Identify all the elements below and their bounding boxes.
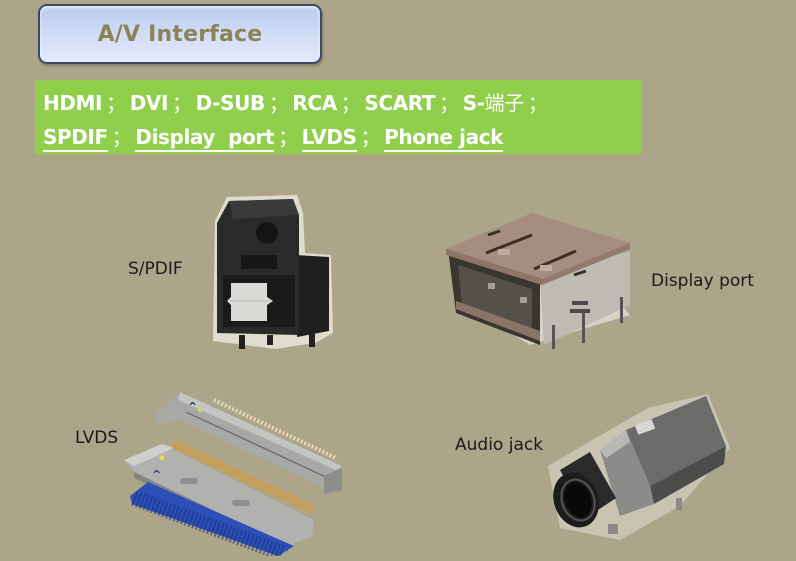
interface-list-line-1: HDMI；DVI；D-SUB；RCA；SCART；S-端子； [43, 86, 642, 120]
interface-scart: SCART [364, 91, 436, 115]
lvds-label: LVDS [75, 428, 119, 448]
title-box: A/V Interface [38, 4, 322, 64]
spdif-label: S/PDIF [128, 259, 183, 279]
separator: ； [439, 91, 459, 115]
displayport-label: Display port [651, 271, 754, 291]
interface-list-line-2: SPDIF；Display port；LVDS；Phone jack [43, 120, 642, 154]
separator: ； [172, 91, 192, 115]
displayport-connector-image [446, 213, 630, 349]
page-title: A/V Interface [97, 21, 263, 47]
interface-hdmi: HDMI [43, 91, 103, 115]
separator: ； [106, 91, 126, 115]
lvds-connector-image: ^ ^ [124, 392, 342, 556]
interface-dvi: DVI [129, 91, 169, 115]
separator: ； [527, 91, 548, 115]
interface-dsub: D-SUB [195, 91, 266, 115]
s-terminal-prefix: S- [462, 91, 485, 115]
separator: ； [268, 91, 289, 115]
spdif-connector-image [213, 195, 333, 349]
interface-s-terminal: S-端子 [462, 91, 525, 115]
interface-list-banner: HDMI；DVI；D-SUB；RCA；SCART；S-端子； SPDIF；Dis… [35, 80, 642, 154]
separator: ； [111, 125, 132, 149]
interface-lvds-link[interactable]: LVDS [301, 125, 357, 152]
interface-phone-jack-link[interactable]: Phone jack [384, 125, 503, 152]
interface-rca: RCA [292, 91, 337, 115]
separator: ； [278, 125, 298, 149]
separator: ； [340, 91, 361, 115]
audio-jack-image [548, 394, 730, 540]
svg-text:^: ^ [152, 468, 161, 481]
audio-jack-label: Audio jack [455, 435, 544, 455]
svg-text:^: ^ [188, 400, 197, 413]
interface-spdif-link[interactable]: SPDIF [43, 125, 108, 152]
interface-displayport-link[interactable]: Display port [135, 125, 274, 152]
s-terminal-cjk: 端子 [484, 91, 525, 115]
separator: ； [360, 125, 381, 149]
